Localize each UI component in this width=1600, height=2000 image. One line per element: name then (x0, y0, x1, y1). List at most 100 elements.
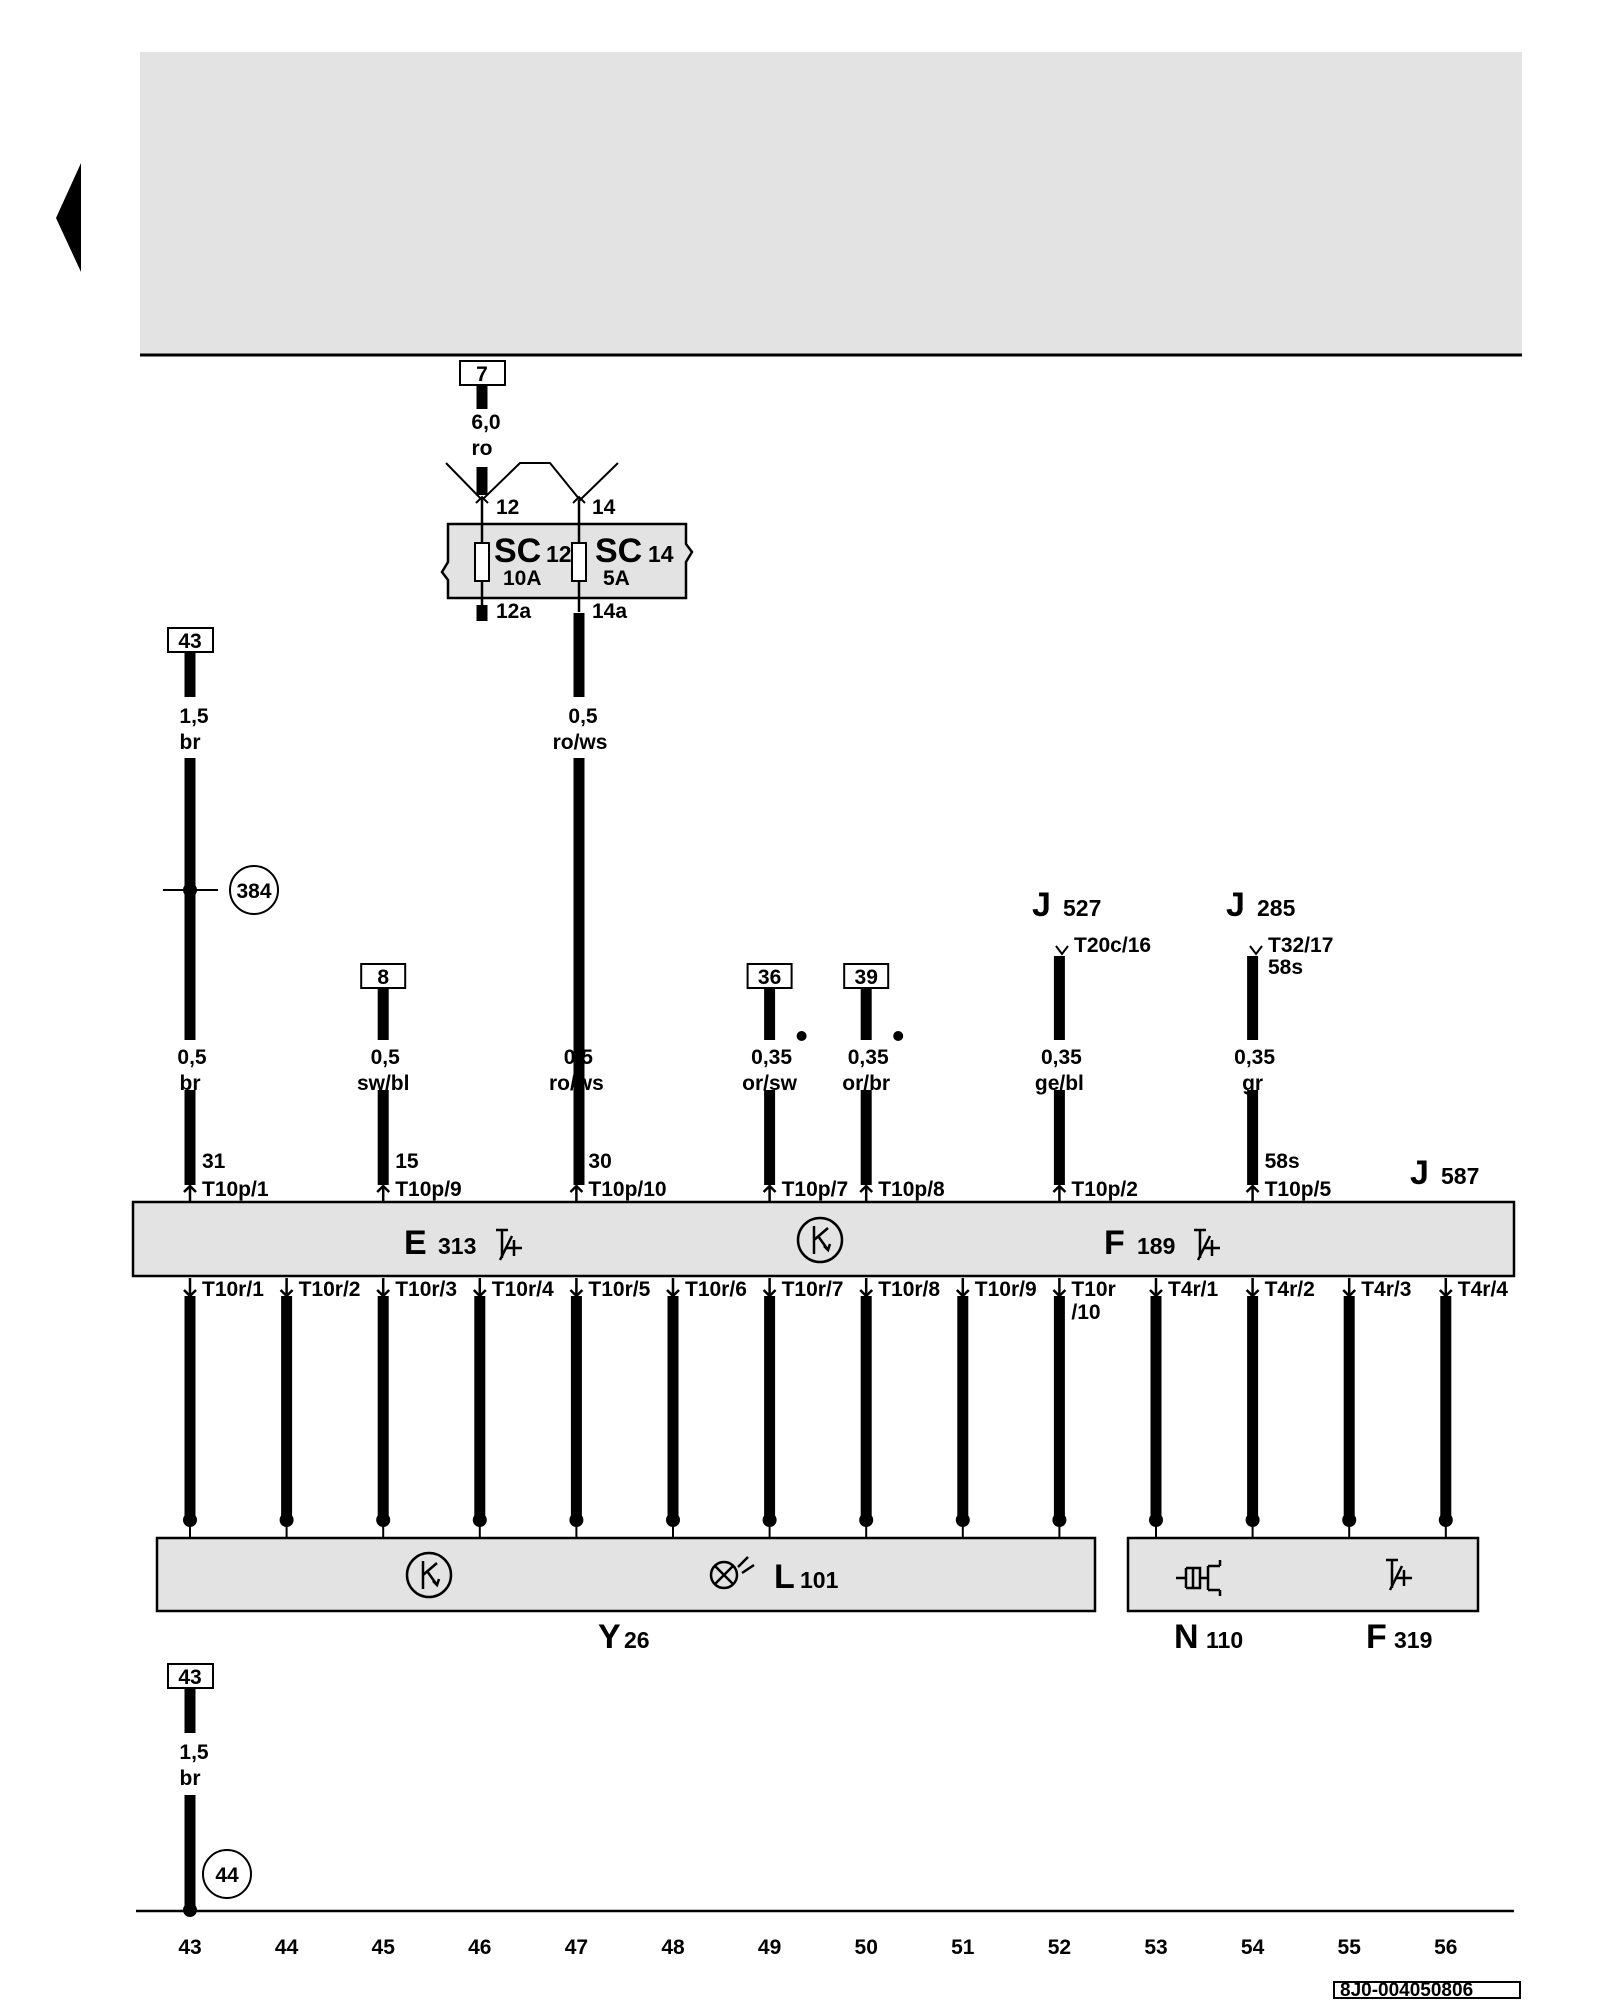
track-number: 52 (1048, 1936, 1071, 1959)
header-panel (140, 52, 1522, 354)
pin-label: T10r/2 (299, 1278, 361, 1301)
gauge-icon (796, 1216, 844, 1264)
ground-node-circle[interactable] (229, 865, 279, 915)
track-number: 44 (275, 1936, 299, 1959)
pin-label: T10p/10 (588, 1178, 666, 1201)
ground-top-ref-box[interactable] (167, 627, 214, 653)
pin-connector (859, 1278, 874, 1298)
pin-label: T10p/2 (1071, 1178, 1138, 1201)
module-name: J (1410, 1154, 1429, 1192)
track-number: 53 (1144, 1936, 1167, 1959)
wire-dot (796, 1031, 807, 1041)
component-f319-name: F (1366, 1618, 1387, 1656)
track-number: 54 (1241, 1936, 1265, 1959)
track-number: 56 (1434, 1936, 1457, 1959)
pin-terminal: 15 (395, 1150, 419, 1173)
wire-ref: 8 (377, 966, 389, 989)
pin-label: T10r/3 (395, 1278, 457, 1301)
component-f319-sub: 319 (1394, 1627, 1432, 1653)
wire-color: br (180, 1072, 201, 1095)
pin-connector (1342, 1278, 1357, 1298)
pin-connector (762, 1184, 777, 1202)
component-n110-sub: 110 (1206, 1627, 1243, 1653)
pin-label: T10p/7 (782, 1178, 849, 1201)
bulb-icon (709, 1556, 755, 1590)
pin-connector (1052, 1278, 1067, 1298)
module-j587[interactable] (131, 1200, 1516, 1278)
pin-connector (569, 1278, 584, 1298)
component-y26[interactable] (155, 1536, 1097, 1613)
pin-label: T10p/1 (202, 1178, 269, 1201)
track-number: 46 (468, 1936, 491, 1959)
pin-label: T10r/5 (588, 1278, 650, 1301)
wire-size: 0,5 (371, 1046, 401, 1069)
ground-top-size: 1,5 (179, 705, 209, 728)
component-n110-f319[interactable] (1126, 1536, 1480, 1613)
fuse-pin-marks (475, 495, 586, 504)
supply-color: ro (472, 437, 493, 460)
ground-bottom-color: br (180, 1767, 201, 1790)
module-e313-sub: 313 (438, 1233, 476, 1259)
fuse-pin-in-14: 14 (592, 496, 616, 519)
pin-label: T4r/3 (1361, 1278, 1411, 1301)
module-top-wires: 0,5br31T10p/180,5sw/bl15T10p/90,5ro/ws30… (177, 956, 1331, 1202)
track-number: 49 (758, 1936, 781, 1959)
fuse-busbar (445, 462, 619, 502)
pin-label: T10r (1071, 1278, 1115, 1301)
pin-label: T10p/9 (395, 1178, 462, 1201)
pin-label: T4r/1 (1168, 1278, 1219, 1301)
fuse-14a-size: 0,5 (568, 705, 598, 728)
fuse-holder (440, 522, 694, 600)
switch-icon (1386, 1558, 1412, 1591)
pin-terminal: 58s (1265, 1150, 1300, 1173)
track-number: 43 (178, 1936, 201, 1959)
pin-connector (955, 1278, 970, 1298)
ext-j285-pin: T32/17 (1268, 934, 1333, 957)
ground-bottom-ref: 43 (178, 1666, 201, 1689)
track-number: 48 (661, 1936, 685, 1959)
fuse-12-element (474, 542, 490, 582)
module-f189-name: F (1104, 1224, 1125, 1262)
fuse-pin-out-14a: 14a (592, 600, 627, 623)
component-l101-name: L (774, 1558, 795, 1596)
ext-j527-pin: T20c/16 (1074, 934, 1151, 957)
ground-node-dot (183, 883, 197, 897)
wire-size: 0,35 (1041, 1046, 1082, 1069)
ext-j285-pin2: 58s (1268, 956, 1303, 979)
pin-label: T10r/8 (878, 1278, 940, 1301)
fuse-14-name: SC (595, 532, 642, 570)
ext-j527-sub: 527 (1063, 895, 1101, 921)
pin-connector (666, 1278, 680, 1298)
wire-dot (893, 1031, 904, 1041)
ext-j527-name: J (1032, 886, 1051, 924)
wire-ref: 36 (758, 966, 781, 989)
ground-bottom-node-circle[interactable] (202, 1849, 252, 1899)
component-l101-sub: 101 (800, 1567, 839, 1593)
track-number: 47 (565, 1936, 588, 1959)
wire-ref: 39 (855, 966, 878, 989)
valve-icon (1176, 1560, 1222, 1596)
pin-label: /10 (1071, 1301, 1100, 1324)
component-y26-sub: 26 (624, 1627, 650, 1653)
fuse-pin-in-12: 12 (496, 496, 519, 519)
pin-connector (762, 1278, 777, 1298)
pin-connector (472, 1278, 487, 1298)
pin-label: T10p/5 (1265, 1178, 1332, 1201)
pin-connector (859, 1184, 874, 1202)
wire-color: ro/ws (549, 1072, 604, 1095)
wire-color: gr (1242, 1072, 1263, 1095)
track-number: 45 (372, 1936, 396, 1959)
ground-bottom-ref-box[interactable] (167, 1663, 214, 1689)
track-number: 51 (951, 1936, 975, 1959)
pin-connector (376, 1278, 391, 1298)
pin-label: T10r/1 (202, 1278, 264, 1301)
module-sub: 587 (1441, 1163, 1479, 1189)
wire-ref-box[interactable] (843, 963, 890, 989)
ground-top-color: br (180, 731, 201, 754)
pin-connector (1052, 1184, 1067, 1202)
back-arrow-icon[interactable] (56, 163, 81, 272)
pin-connector (1149, 1278, 1163, 1298)
wire-size: 0,35 (848, 1046, 889, 1069)
wire-color: or/br (842, 1072, 890, 1095)
